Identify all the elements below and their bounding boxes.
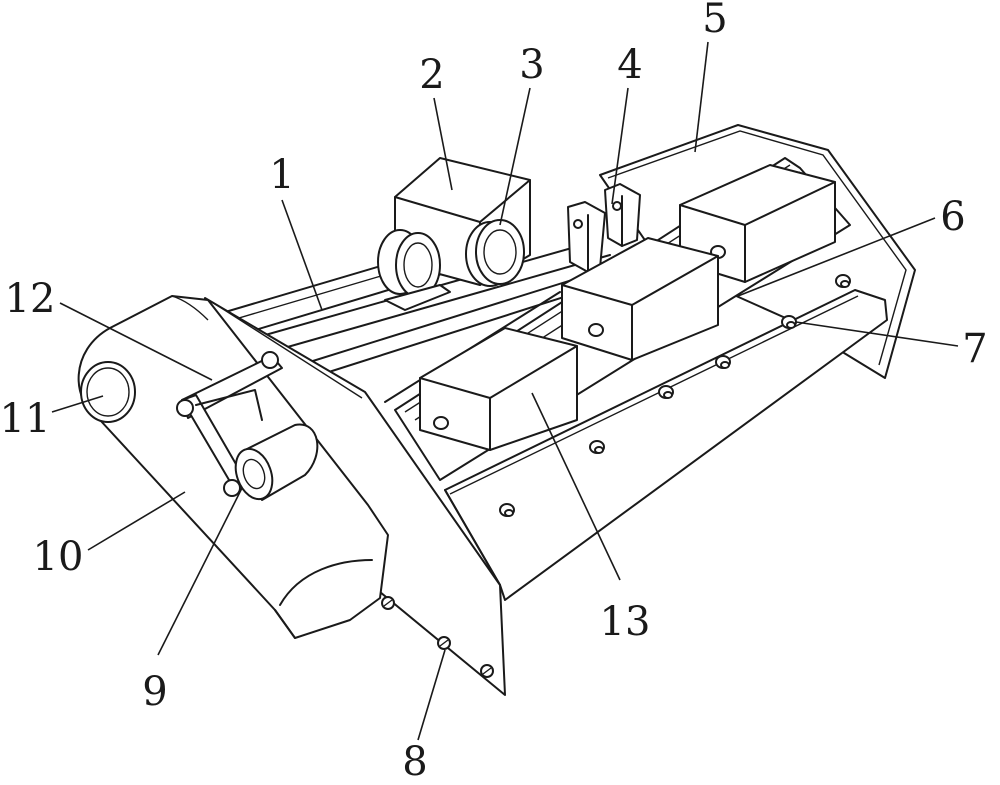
box-front <box>419 327 578 451</box>
callout-label-8: 8 <box>402 739 427 780</box>
side-plate-bolts <box>381 596 494 678</box>
bolt <box>499 503 515 517</box>
callout-label-4: 4 <box>617 42 642 88</box>
bracket-left <box>567 201 606 273</box>
bolt <box>381 596 395 610</box>
callout-label-6: 6 <box>940 194 965 240</box>
callout-label-10: 10 <box>33 534 84 580</box>
leader-lines <box>51 41 959 741</box>
callout-label-12: 12 <box>5 276 56 322</box>
callout-label-13: 13 <box>600 599 651 645</box>
coupling <box>377 229 451 311</box>
callout-label-11: 11 <box>0 396 50 442</box>
bolt <box>715 355 731 369</box>
bolt <box>437 636 451 650</box>
callout-label-9: 9 <box>142 669 167 715</box>
callout-label-2: 2 <box>419 52 444 98</box>
bolt <box>480 664 494 678</box>
callout-label-1: 1 <box>269 152 294 198</box>
pulley-cap <box>80 361 136 423</box>
callout-label-3: 3 <box>519 42 544 88</box>
bolt <box>835 274 851 288</box>
bolt <box>781 315 797 329</box>
bracket-right <box>604 183 641 247</box>
bolt <box>658 385 674 399</box>
tension-arm <box>176 351 283 497</box>
motor-pulley <box>465 219 525 287</box>
front-plate-bolts <box>499 274 851 517</box>
callout-label-5: 5 <box>702 0 727 42</box>
bolt <box>589 440 605 454</box>
tension-roller <box>234 423 319 501</box>
callout-label-7: 7 <box>962 326 987 372</box>
box-middle <box>561 237 719 361</box>
